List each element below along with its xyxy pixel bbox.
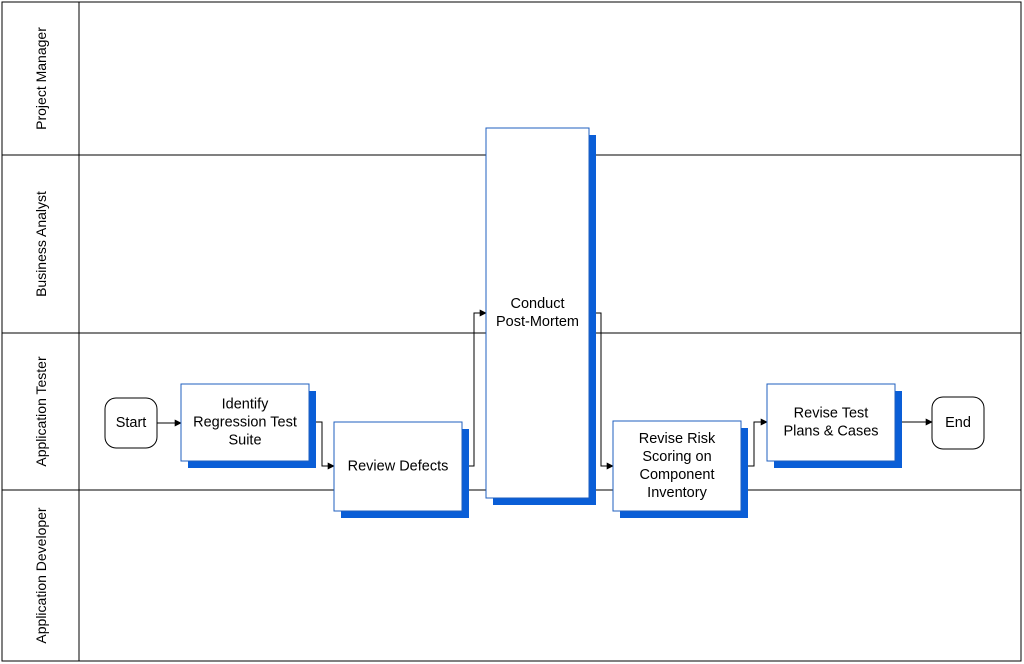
node-label-line: Start [116, 415, 147, 431]
process-box-review[interactable]: Review Defects [333, 421, 469, 518]
lane-label-pm: Project Manager [33, 27, 49, 130]
node-label-line: Review Defects [348, 458, 449, 474]
box-body [485, 127, 590, 499]
node-label-line: Component [640, 467, 715, 483]
terminal-end[interactable]: End [931, 396, 985, 450]
box-body [612, 420, 742, 512]
node-label-line: Conduct [510, 296, 564, 312]
node-label-line: Suite [228, 432, 261, 448]
node-label-line: Scoring on [642, 449, 711, 465]
node-label-line: Revise Test [794, 405, 869, 421]
terminal-start[interactable]: Start [104, 397, 158, 449]
lane-label-ba: Business Analyst [33, 191, 49, 297]
terminal-body [931, 396, 985, 450]
node-label-line: Inventory [647, 485, 707, 501]
terminal-body [104, 397, 158, 449]
node-label-line: Regression Test [193, 414, 297, 430]
box-body [766, 383, 896, 462]
node-label-line: Identify [222, 396, 269, 412]
node-label-line: Post-Mortem [496, 314, 579, 330]
node-label-line: Plans & Cases [783, 423, 878, 439]
lane-label-dev: Application Developer [33, 507, 49, 644]
box-body [180, 383, 310, 462]
node-label-line: End [945, 415, 971, 431]
node-label-line: Revise Risk [639, 431, 716, 447]
box-body [333, 421, 463, 512]
lane-label-tester: Application Tester [33, 356, 49, 467]
